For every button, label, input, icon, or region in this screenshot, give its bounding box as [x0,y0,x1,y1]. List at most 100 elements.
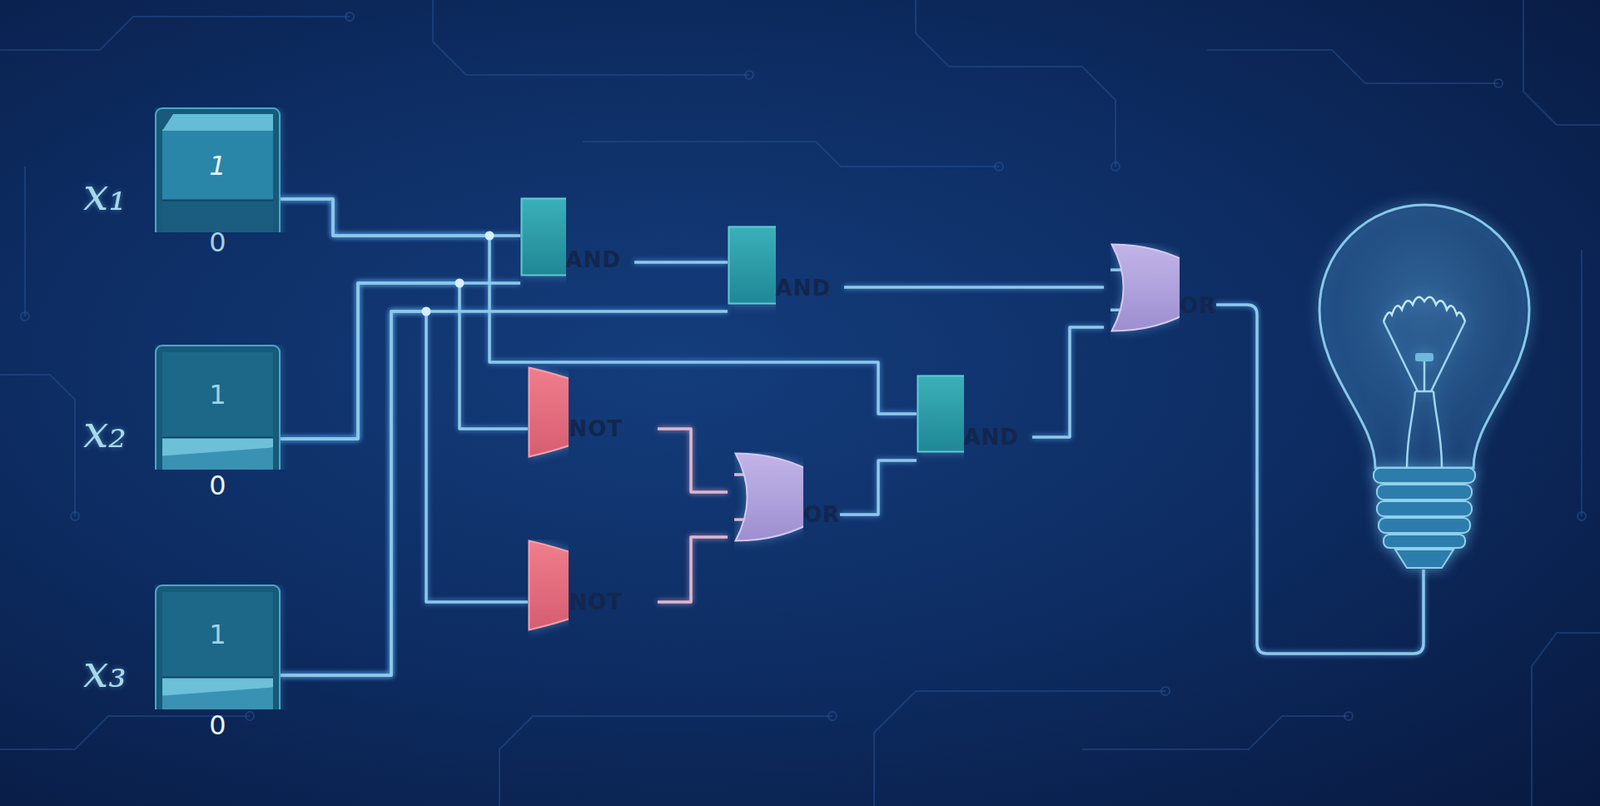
signal-wire [634,260,728,264]
trace-pad [20,312,30,321]
not-gate-body [529,367,570,458]
trace-pad [1161,686,1170,696]
rocker-split [162,199,274,202]
switch-state-label: 1 [163,621,273,648]
or-gate: OR [1103,260,1217,350]
filament-clamp [1415,352,1434,362]
signal-wire [280,283,528,439]
and-gate: AND [520,219,635,299]
and-gate-outline [521,198,567,275]
trace [0,16,350,50]
trace [582,141,999,167]
input-switch: x₁10 [154,107,281,294]
trace [1580,249,1583,517]
rocker-half [162,352,274,438]
screw-thread [1378,517,1471,533]
trace-pad [828,711,837,721]
rocker-bevel [162,114,274,131]
or-gate-body [1112,243,1180,331]
gate-label: AND [566,247,622,273]
and-gate-body [918,376,964,453]
gate-label: NOT [568,589,623,615]
trace-pad [1494,79,1503,88]
junction-dot [422,307,432,317]
and-gate: AND [916,397,1033,477]
input-switch: x₂10 [154,344,281,531]
signal-wire [839,460,917,515]
rocker-half [162,129,274,201]
switch-state-label: 0 [163,472,273,499]
screw-thread [1376,501,1472,517]
gate-label: AND [963,424,1019,450]
rocker-bevel [162,677,274,696]
rocker-split [162,676,274,679]
input-switch: x₃10 [154,584,281,771]
input-variable-label: x₁ [83,172,127,218]
screw-thread [1383,534,1466,548]
input-variable-label: x₂ [83,409,127,455]
signal-wire [657,536,728,602]
trace [1523,0,1600,125]
trace [1207,49,1499,84]
switch-outline [155,585,280,710]
switch-state-label: 0 [163,228,273,256]
trace-pad [745,70,754,80]
gate-label: OR [803,501,840,527]
not-gate-outline [529,541,570,631]
or-gate-body [735,453,804,542]
signal-wire [280,198,521,236]
not-gate-body [529,541,570,631]
or-gate-outline [1110,243,1180,331]
and-gate-outline [729,226,776,304]
trace-pad [1111,162,1120,171]
signal-wire [280,311,728,676]
signal-wire [280,198,917,414]
trace-pad [70,511,80,521]
trace-pad [245,711,254,721]
switch-state-label: 0 [163,711,273,739]
light-bulb [1319,204,1530,568]
switch-housing [155,585,280,710]
trace-pad [345,12,354,21]
switch-state-label: 1 [163,381,273,408]
signal-wire [844,285,1104,289]
not-gate: NOT [527,382,658,475]
trace-pad [994,162,1004,171]
gate-label: OR [1179,293,1217,319]
switch-state-label: 1 [163,152,273,179]
trace [0,374,75,517]
and-gate-outline [918,376,964,453]
trace [1531,632,1600,806]
trace [499,715,833,806]
switch-housing [155,345,280,470]
trace-pad [1344,711,1353,721]
trace-pads [20,12,1586,721]
and-gate: AND [727,248,845,328]
and-gate-body [521,198,567,275]
signal-wire [657,428,728,492]
junction-dots [422,231,495,317]
junction-dot [455,278,465,289]
screw-thread [1376,484,1472,500]
trace [24,166,26,317]
or-gate-outline [734,453,804,542]
screw-thread [1373,467,1476,483]
switch-outline [155,108,280,233]
gate-label: AND [775,275,831,301]
not-gate-outline [529,367,570,458]
bulb-screw-base [1373,467,1476,568]
or-gate: OR [727,469,840,560]
rocker-half [162,591,274,678]
signal-wire [1032,327,1104,438]
trace-pad [1577,511,1586,521]
rocker-bevel [162,437,274,457]
trace [915,0,1116,167]
bulb-contact [1395,549,1454,568]
junction-dot [485,231,495,241]
filament-support [1383,321,1466,392]
trace [432,0,750,75]
trace [1082,715,1349,750]
not-gate: NOT [527,556,658,648]
